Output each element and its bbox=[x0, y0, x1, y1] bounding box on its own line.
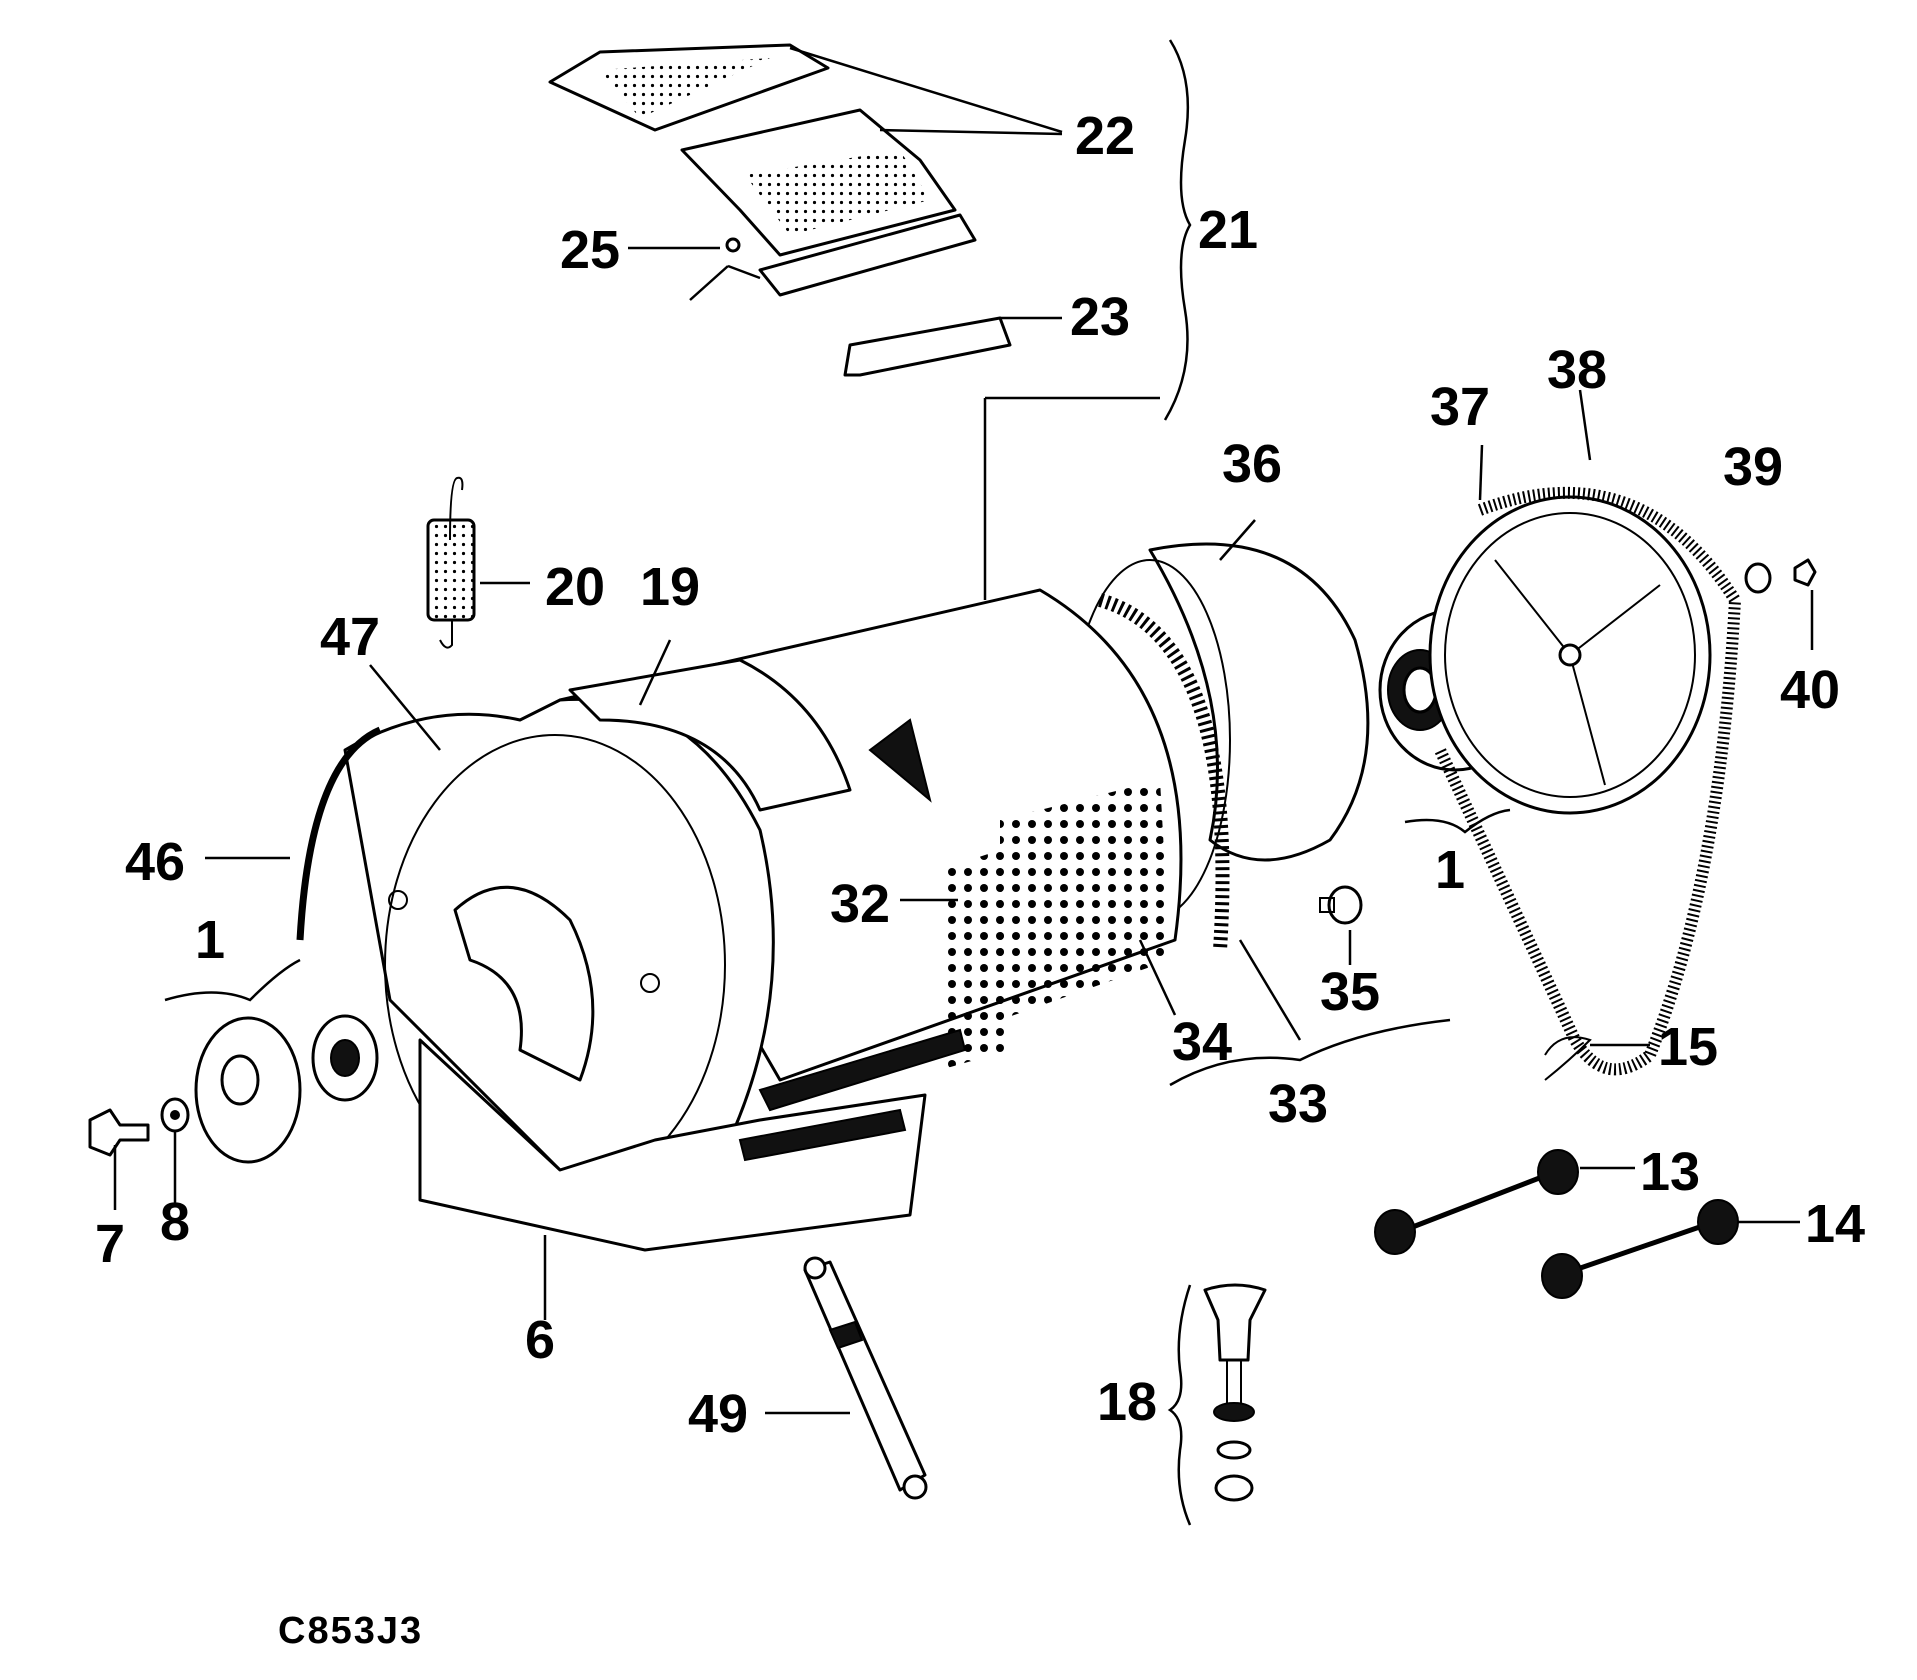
label-36: 36 bbox=[1222, 434, 1282, 494]
screw-part bbox=[725, 237, 741, 253]
label-35: 35 bbox=[1320, 962, 1380, 1022]
rod-13-part bbox=[1374, 1149, 1579, 1255]
label-32: 32 bbox=[830, 874, 890, 934]
lid-cover-part bbox=[548, 43, 977, 297]
label-33: 33 bbox=[1268, 1074, 1328, 1134]
label-47: 47 bbox=[320, 607, 380, 667]
foot-part bbox=[1203, 1283, 1267, 1502]
leader-lines bbox=[113, 46, 1814, 1415]
nut-39-part bbox=[1744, 562, 1772, 594]
brace-21 bbox=[1163, 39, 1192, 421]
label-40: 40 bbox=[1780, 660, 1840, 720]
washer-part bbox=[160, 1097, 190, 1133]
rod-14-part bbox=[1541, 1199, 1739, 1299]
pin-15-part bbox=[1544, 1036, 1592, 1081]
screw-40-part bbox=[1793, 558, 1817, 587]
label-21: 21 bbox=[1198, 200, 1258, 260]
spring-part bbox=[426, 476, 476, 649]
label-38: 38 bbox=[1547, 340, 1607, 400]
bolt-part bbox=[88, 1108, 150, 1157]
label-37: 37 bbox=[1430, 377, 1490, 437]
label-23: 23 bbox=[1070, 287, 1130, 347]
bracket-33 bbox=[1169, 1018, 1451, 1087]
pulley-part bbox=[1428, 495, 1712, 815]
label-15: 15 bbox=[1658, 1017, 1718, 1077]
label-49: 49 bbox=[688, 1384, 748, 1444]
label-39: 39 bbox=[1723, 437, 1783, 497]
label-1-right: 1 bbox=[1435, 840, 1465, 900]
label-7: 7 bbox=[95, 1214, 125, 1274]
label-6: 6 bbox=[525, 1310, 555, 1370]
label-22: 22 bbox=[1075, 106, 1135, 166]
label-14: 14 bbox=[1805, 1194, 1865, 1254]
label-18: 18 bbox=[1097, 1372, 1157, 1432]
shock-absorber-part bbox=[803, 1256, 928, 1500]
flange-left-part bbox=[194, 1014, 379, 1164]
label-46: 46 bbox=[125, 832, 185, 892]
diagram-code: C853J3 bbox=[278, 1610, 423, 1652]
belt-part bbox=[1434, 486, 1742, 1076]
label-1-left: 1 bbox=[195, 910, 225, 970]
label-19: 19 bbox=[640, 557, 700, 617]
ring-46-part bbox=[296, 726, 382, 941]
bearing-35-part bbox=[1319, 885, 1363, 925]
label-8: 8 bbox=[160, 1192, 190, 1252]
lid-strip-part bbox=[843, 316, 1012, 377]
bracket-1-right bbox=[1404, 808, 1511, 834]
label-25: 25 bbox=[560, 220, 620, 280]
label-34: 34 bbox=[1172, 1012, 1232, 1072]
brace-18 bbox=[1167, 1284, 1192, 1526]
label-20: 20 bbox=[545, 557, 605, 617]
label-13: 13 bbox=[1640, 1142, 1700, 1202]
tub-drum-part bbox=[343, 542, 1370, 1252]
bracket-1-left bbox=[164, 958, 301, 1002]
